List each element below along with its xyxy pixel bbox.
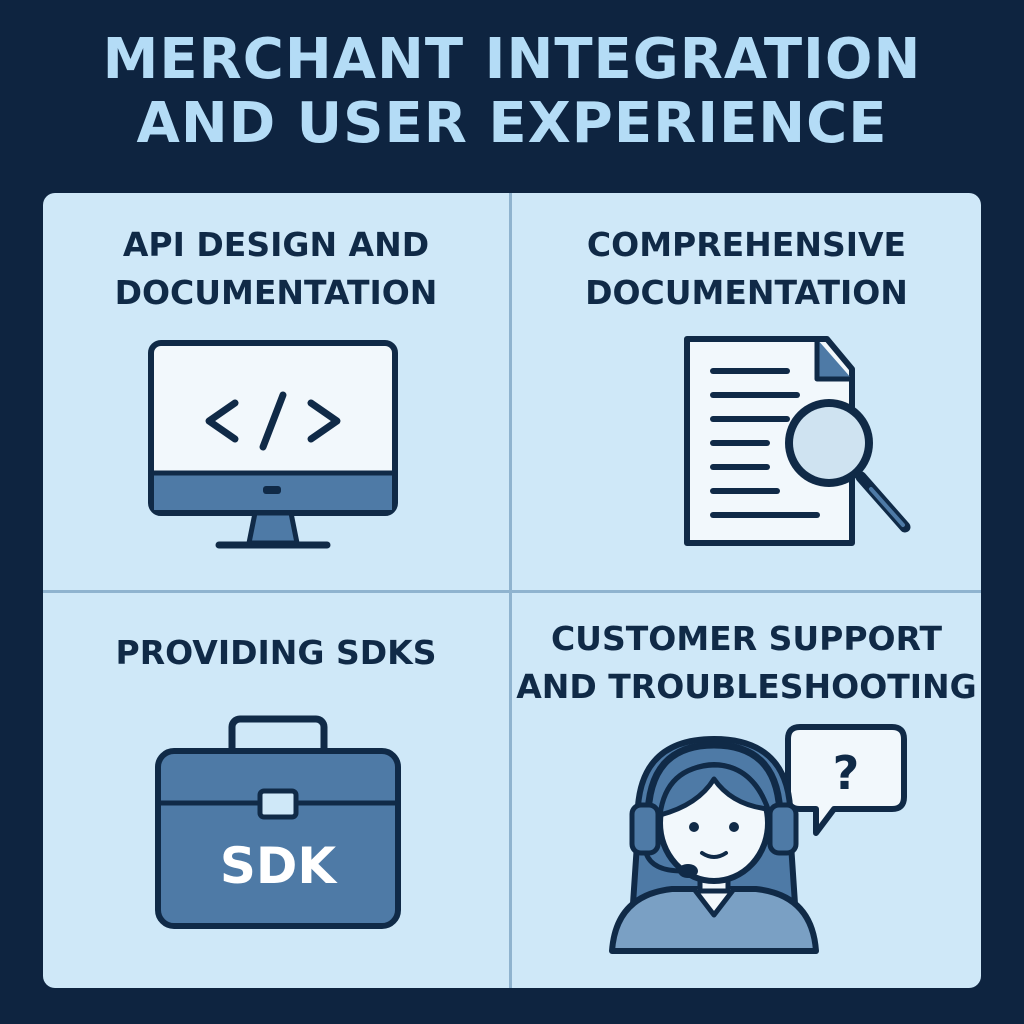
quadrant-title-line-1: CUSTOMER SUPPORT [550, 619, 943, 658]
quadrant-title: PROVIDING SDKS [43, 629, 509, 677]
sdk-label: SDK [220, 837, 339, 895]
support-agent-icon: ? [609, 724, 907, 954]
horizontal-divider [43, 590, 981, 593]
quadrant-providing-sdks: PROVIDING SDKS SDK [43, 593, 509, 988]
quadrant-title: API DESIGN AND DOCUMENTATION [43, 221, 509, 317]
title-line-1: MERCHANT INTEGRATION [102, 27, 922, 92]
quadrant-title-line-1: PROVIDING SDKS [115, 633, 437, 672]
quadrant-comprehensive-documentation: COMPREHENSIVE DOCUMENTATION [512, 193, 981, 590]
code-monitor-icon [148, 340, 398, 549]
quadrant-title-line-2: DOCUMENTATION [114, 273, 438, 312]
quadrant-title-line-1: API DESIGN AND [122, 225, 430, 264]
quadrant-title-line-1: COMPREHENSIVE [586, 225, 907, 264]
document-search-icon [684, 336, 911, 546]
quadrant-panel: API DESIGN AND DOCUMENTATION COMPREHENSI… [43, 193, 981, 988]
quadrant-title-line-2: DOCUMENTATION [585, 273, 908, 312]
quadrant-title-line-2: AND TROUBLESHOOTING [516, 667, 977, 706]
quadrant-title: COMPREHENSIVE DOCUMENTATION [512, 221, 981, 317]
quadrant-api-design: API DESIGN AND DOCUMENTATION [43, 193, 509, 590]
sdk-briefcase-icon: SDK [155, 715, 401, 929]
question-mark: ? [833, 746, 860, 800]
quadrant-customer-support: CUSTOMER SUPPORT AND TROUBLESHOOTING ? [512, 593, 981, 988]
quadrant-title: CUSTOMER SUPPORT AND TROUBLESHOOTING [512, 615, 981, 711]
title-line-2: AND USER EXPERIENCE [136, 91, 888, 156]
page-title: MERCHANT INTEGRATION AND USER EXPERIENCE [0, 28, 1024, 156]
